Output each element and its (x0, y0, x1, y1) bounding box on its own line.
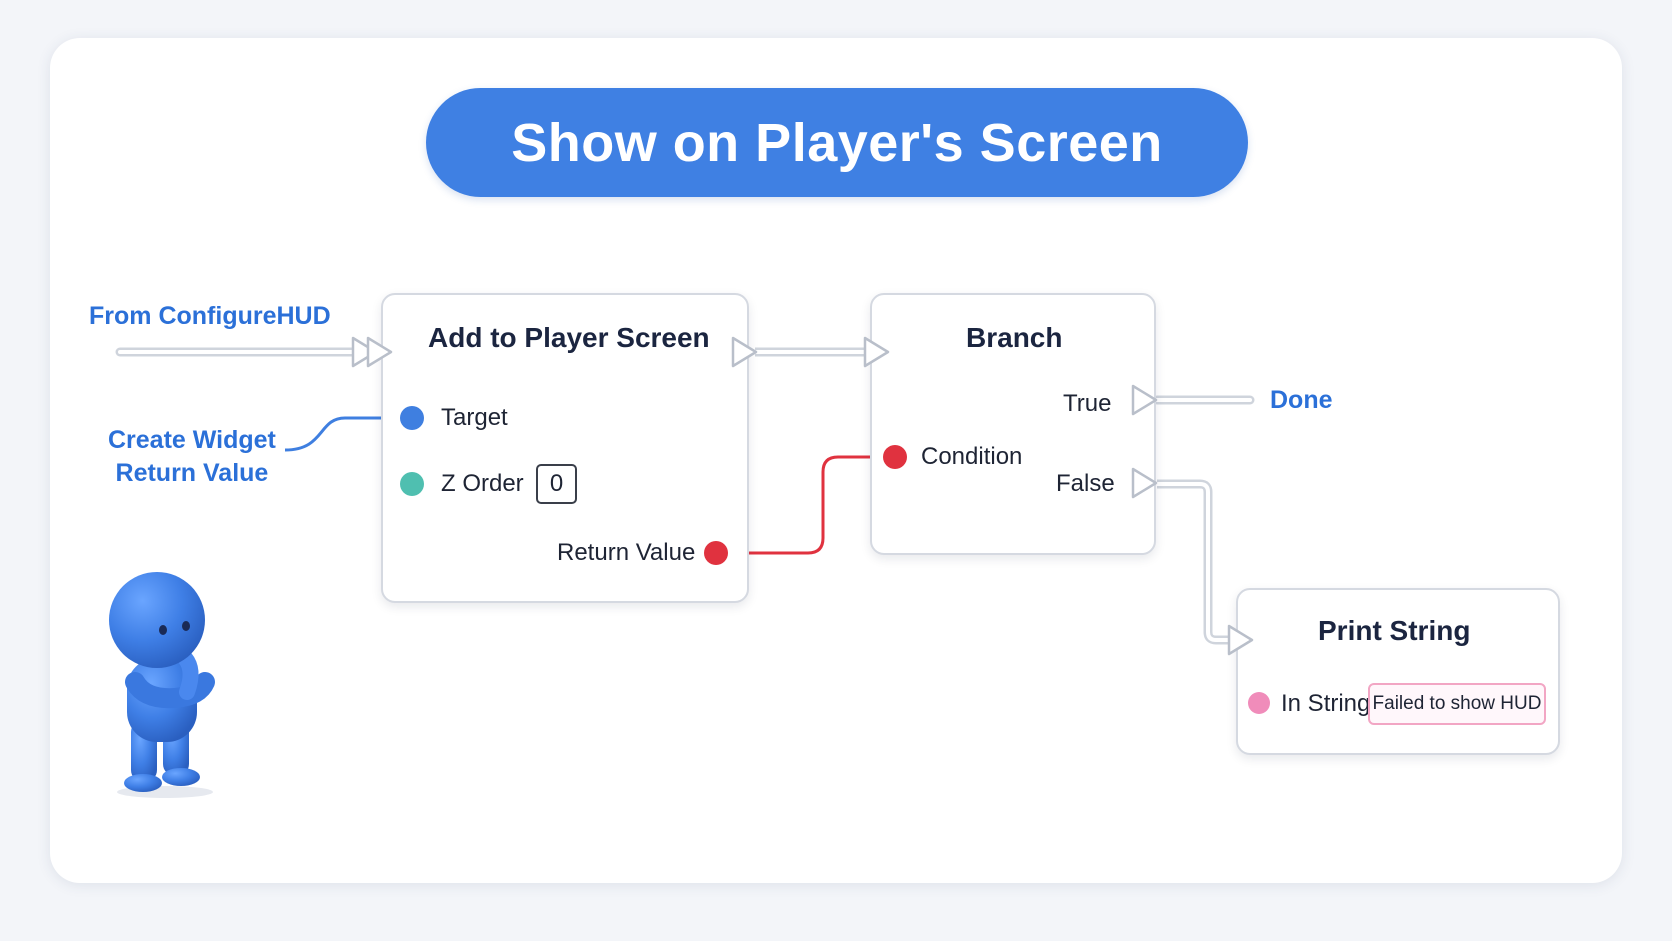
object-wire-target (284, 416, 412, 452)
exec-arrow-icon[interactable] (350, 335, 380, 369)
exec-arrow-icon[interactable] (730, 335, 760, 369)
exec-arrow-icon[interactable] (862, 335, 892, 369)
create-widget-line2: Return Value (115, 459, 269, 487)
target-pin-label: Target (441, 404, 508, 431)
in-string-pin[interactable] (1248, 692, 1270, 714)
print-string-node[interactable] (1236, 588, 1560, 755)
exec-wire-false-print (1157, 479, 1230, 645)
zorder-pin-label: Z Order (441, 470, 524, 497)
return-value-pin[interactable] (704, 541, 728, 565)
branch-true-label: True (1063, 390, 1112, 417)
page-title: Show on Player's Screen (426, 88, 1248, 197)
branch-false-label: False (1056, 470, 1115, 497)
zorder-value-field[interactable]: 0 (536, 464, 577, 504)
exec-arrow-icon[interactable] (1130, 383, 1160, 417)
condition-pin-label: Condition (921, 443, 1023, 470)
branch-node[interactable] (870, 293, 1156, 555)
target-pin[interactable] (400, 406, 424, 430)
zorder-pin[interactable] (400, 472, 424, 496)
branch-title: Branch (966, 322, 1063, 353)
exec-arrow-icon[interactable] (365, 335, 395, 369)
exec-arrow-icon[interactable] (1130, 466, 1160, 500)
from-configurehud-label: From ConfigureHUD (89, 302, 331, 330)
exec-arrow-icon[interactable] (1226, 623, 1256, 657)
create-widget-line1: Create Widget (108, 426, 276, 454)
print-string-title: Print String (1318, 615, 1471, 646)
add-to-player-screen-title: Add to Player Screen (428, 322, 710, 353)
return-value-pin-label: Return Value (557, 539, 696, 566)
done-label: Done (1270, 386, 1333, 414)
condition-pin[interactable] (883, 445, 907, 469)
add-to-player-screen-node[interactable] (381, 293, 749, 603)
in-string-value-field[interactable]: Failed to show HUD (1368, 683, 1546, 725)
in-string-pin-label: In String (1281, 690, 1371, 717)
thinking-figure-icon (109, 572, 215, 798)
create-widget-label: Create Widget Return Value (108, 424, 276, 490)
bool-wire-condition (718, 455, 895, 555)
